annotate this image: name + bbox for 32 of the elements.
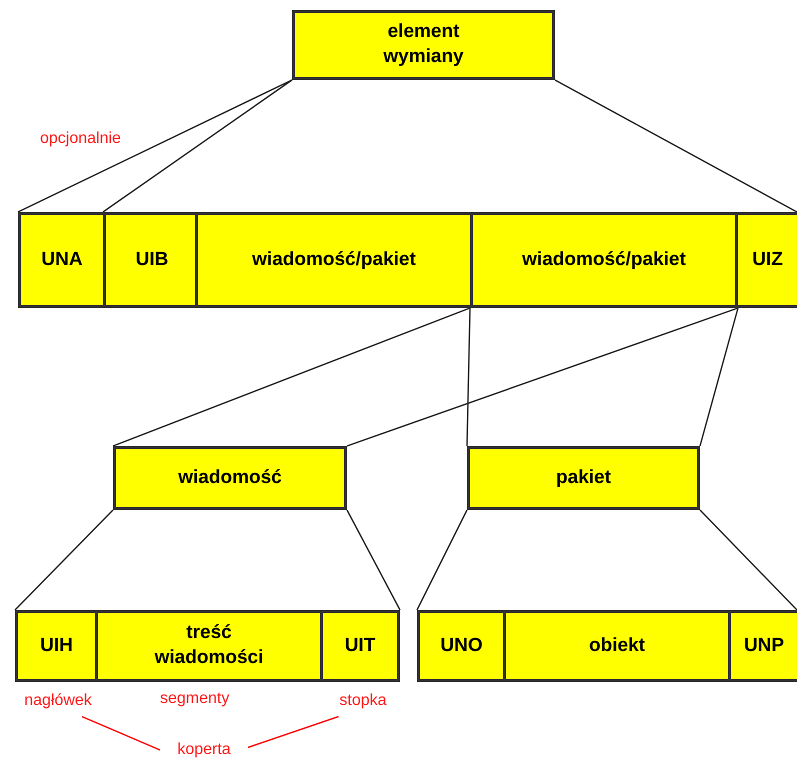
segment-box: pakiet [467, 446, 700, 510]
annotation-text: opcjonalnie [40, 130, 121, 148]
connector-line [416, 510, 468, 610]
connector-line [346, 510, 401, 610]
segment-box: UIB [103, 212, 198, 308]
segment-box: obiekt [503, 610, 731, 682]
leader-line [248, 716, 339, 748]
connector-line [18, 79, 292, 213]
segment-box: UIH [15, 610, 98, 682]
leader-line [82, 716, 160, 751]
connector-line [346, 307, 738, 447]
segment-box: element wymiany [292, 10, 555, 80]
segment-box: UNP [728, 610, 797, 682]
annotation-text: segmenty [160, 690, 230, 708]
segment-box: wiadomość [113, 446, 347, 510]
connector-line [700, 510, 797, 610]
annotation-text: nagłówek [10, 688, 106, 714]
annotation-text: stopka [328, 688, 398, 714]
connector-line [554, 79, 797, 213]
segment-box: treść wiadomości [95, 610, 323, 682]
segment-box: UIT [320, 610, 400, 682]
segment-box: UNA [18, 212, 106, 308]
connector-line [466, 308, 471, 446]
segment-box: UNO [417, 610, 506, 682]
connector-line [102, 79, 292, 213]
segment-box: wiadomość/pakiet [470, 212, 738, 308]
annotation-text: koperta [160, 737, 248, 763]
connector-line [112, 307, 470, 447]
segment-box: wiadomość/pakiet [195, 212, 473, 308]
connector-line [699, 308, 739, 446]
connector-line [14, 510, 114, 610]
segment-box: UIZ [735, 212, 797, 308]
